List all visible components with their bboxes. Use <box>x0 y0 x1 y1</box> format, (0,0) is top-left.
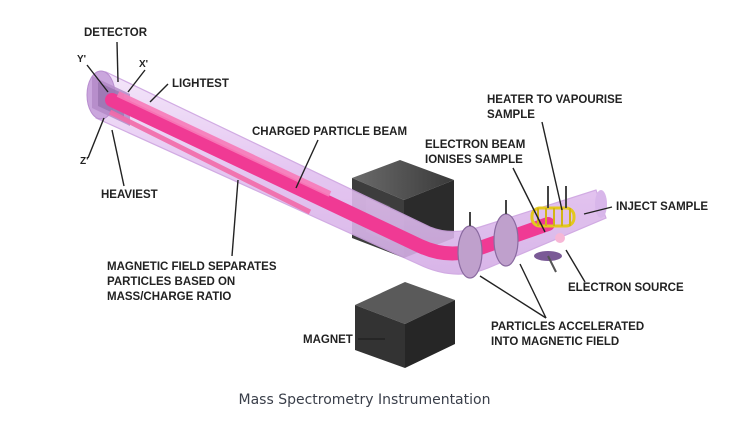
label-heater-2: SAMPLE <box>487 109 535 121</box>
label-accelerated-1: PARTICLES ACCELERATED <box>491 321 644 333</box>
mass-spectrometer-diagram: DETECTOR Y' X' Z' LIGHTEST HEAVIEST CHAR… <box>77 27 708 368</box>
accelerator-plate-1 <box>457 212 483 279</box>
label-charged-beam: CHARGED PARTICLE BEAM <box>252 126 407 138</box>
label-magnetic-field-3: MASS/CHARGE RATIO <box>107 291 231 303</box>
label-y-axis: Y' <box>77 54 86 65</box>
accelerator-plate-2 <box>493 200 519 267</box>
heater-coil <box>530 186 576 228</box>
electron-source <box>534 233 565 273</box>
label-lightest: LIGHTEST <box>172 78 229 90</box>
label-electron-source: ELECTRON SOURCE <box>568 282 684 294</box>
label-magnetic-field-1: MAGNETIC FIELD SEPARATES <box>107 261 277 273</box>
label-electron-beam-1: ELECTRON BEAM <box>425 139 525 151</box>
label-x-axis: X' <box>139 59 148 70</box>
label-accelerated-2: INTO MAGNETIC FIELD <box>491 336 619 348</box>
label-electron-beam-2: IONISES SAMPLE <box>425 154 523 166</box>
label-magnetic-field-2: PARTICLES BASED ON <box>107 276 235 288</box>
tube-inlet <box>595 190 607 218</box>
magnet-lower <box>355 282 455 368</box>
label-heaviest: HEAVIEST <box>101 189 158 201</box>
label-magnet: MAGNET <box>303 334 353 346</box>
label-detector: DETECTOR <box>84 27 148 39</box>
beam-split-heavy <box>108 109 312 215</box>
label-z-axis: Z' <box>80 156 89 167</box>
figure-caption: Mass Spectrometry Instrumentation <box>238 392 491 408</box>
label-inject-sample: INJECT SAMPLE <box>616 201 708 213</box>
leader-lines <box>86 41 613 340</box>
beam-split-light <box>116 91 332 197</box>
vacuum-tube <box>95 71 607 275</box>
label-heater-1: HEATER TO VAPOURISE <box>487 94 623 106</box>
